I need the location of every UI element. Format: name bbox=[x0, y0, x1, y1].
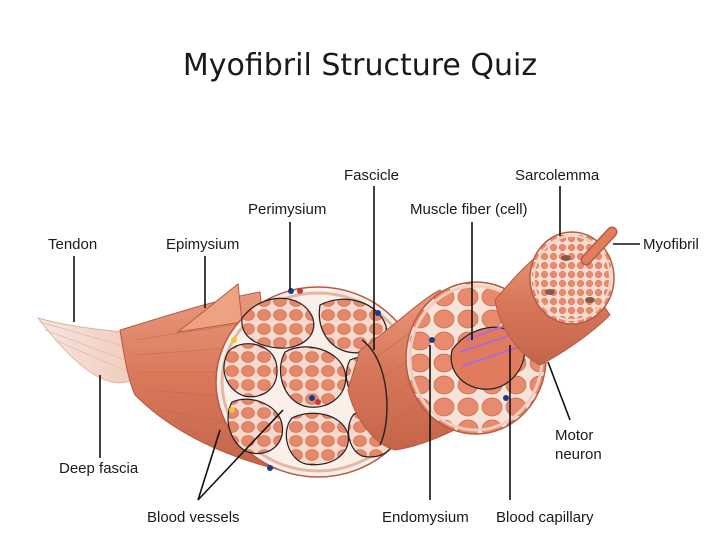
label-fascicle: Fascicle bbox=[344, 167, 399, 184]
label-tendon: Tendon bbox=[48, 236, 97, 253]
myofibril-rod bbox=[580, 226, 618, 266]
epimysium-flap bbox=[176, 283, 243, 333]
label-motor-neuron-line2: neuron bbox=[555, 446, 602, 463]
label-endomysium: Endomysium bbox=[382, 509, 469, 526]
label-muscle-fiber: Muscle fiber (cell) bbox=[410, 201, 528, 218]
label-deep-fascia: Deep fascia bbox=[59, 460, 139, 477]
label-blood-vessels: Blood vessels bbox=[147, 509, 240, 526]
label-myofibril: Myofibril bbox=[643, 236, 699, 253]
label-epimysium: Epimysium bbox=[166, 236, 239, 253]
label-perimysium: Perimysium bbox=[248, 201, 326, 218]
label-blood-capillary: Blood capillary bbox=[496, 509, 594, 526]
leader-lines bbox=[73, 186, 640, 501]
label-sarcolemma: Sarcolemma bbox=[515, 167, 600, 184]
label-motor-neuron-line1: Motor bbox=[555, 427, 593, 444]
page-title: Myofibril Structure Quiz bbox=[182, 48, 538, 83]
